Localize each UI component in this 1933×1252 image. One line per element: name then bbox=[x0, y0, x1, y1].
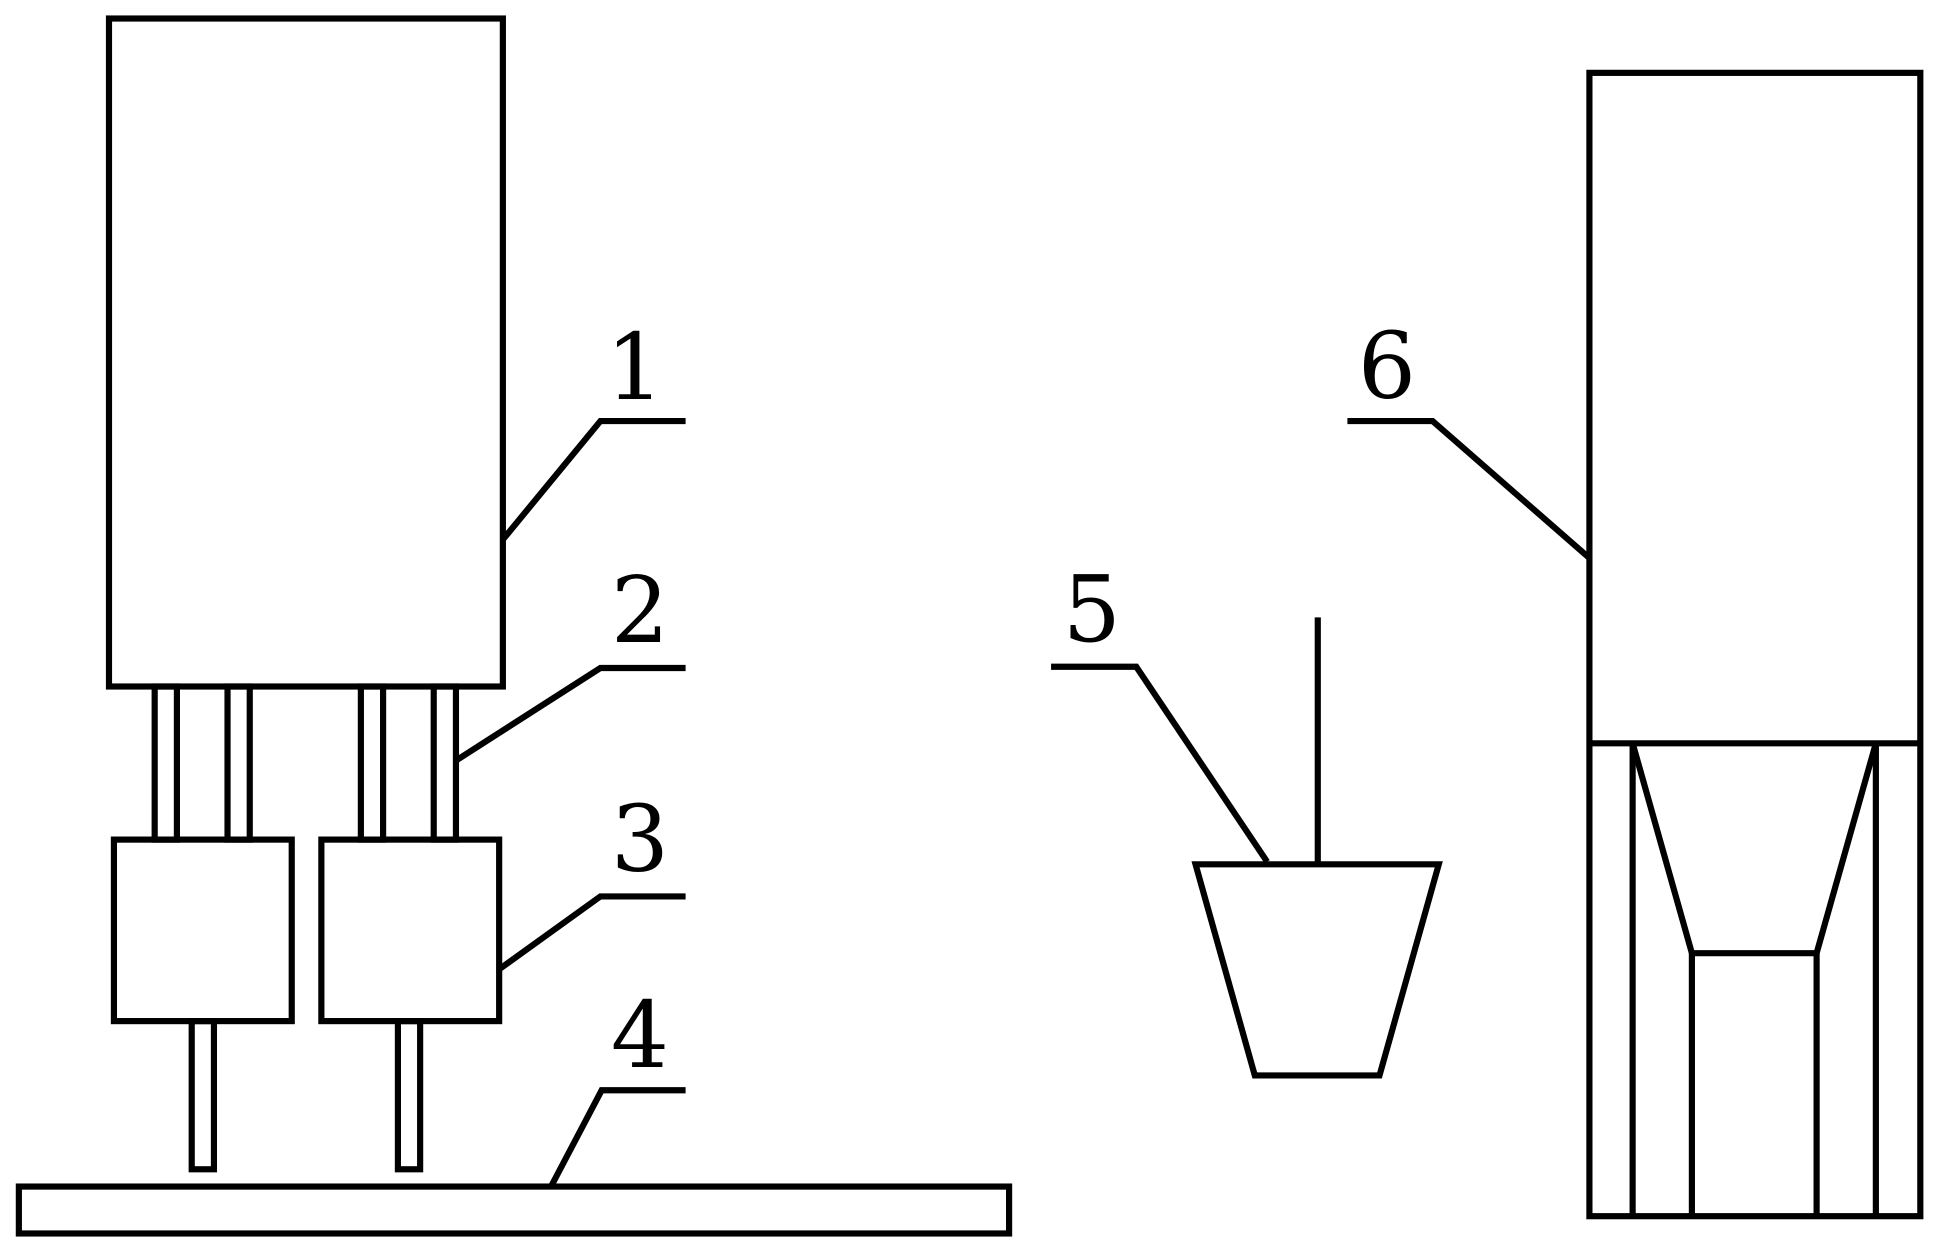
label-2: 2 bbox=[611, 557, 669, 664]
leader-line-3 bbox=[497, 893, 686, 972]
crucible bbox=[1191, 861, 1443, 1079]
hopper-body bbox=[1586, 69, 1924, 1220]
left-pin bbox=[188, 1018, 218, 1173]
leader-line-1 bbox=[500, 417, 686, 542]
leader-line-2 bbox=[454, 664, 686, 764]
rod-left-a bbox=[151, 683, 180, 843]
right-block bbox=[318, 836, 503, 1025]
rod-left-b bbox=[224, 683, 253, 843]
leader-line-6 bbox=[1347, 417, 1592, 561]
rod-right-a bbox=[357, 683, 387, 843]
label-4: 4 bbox=[611, 982, 669, 1089]
base-plate bbox=[15, 1183, 1013, 1237]
label-5: 5 bbox=[1063, 556, 1121, 663]
upper-housing bbox=[105, 15, 506, 690]
leader-line-4 bbox=[548, 1087, 686, 1188]
funnel bbox=[1629, 742, 1879, 957]
right-pin bbox=[394, 1018, 424, 1173]
label-1: 1 bbox=[606, 314, 664, 421]
label-3: 3 bbox=[611, 785, 669, 892]
rod-right-b bbox=[430, 683, 460, 843]
left-block bbox=[110, 836, 295, 1025]
leader-line-5 bbox=[1051, 663, 1270, 864]
label-6: 6 bbox=[1358, 313, 1416, 420]
connecting-rods bbox=[151, 683, 460, 843]
